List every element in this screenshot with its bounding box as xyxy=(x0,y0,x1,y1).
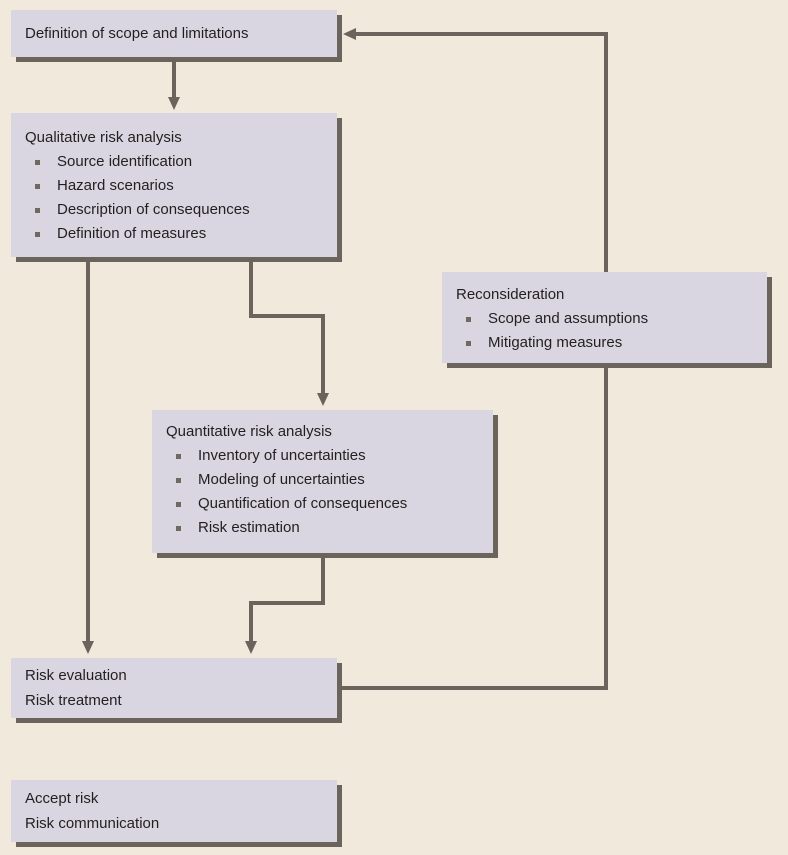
bullet-square-icon xyxy=(176,501,181,507)
node-evaluation-line-2: Risk treatment xyxy=(25,692,122,709)
list-item-label: Description of consequences xyxy=(57,201,250,218)
node-accept-line-2: Risk communication xyxy=(25,815,160,832)
bullet-square-icon xyxy=(176,525,181,531)
list-item: Scope and assumptions xyxy=(442,307,767,331)
node-accept: Accept risk Risk communication xyxy=(11,780,337,842)
arrowhead-down-icon xyxy=(82,641,94,654)
bullet-square-icon xyxy=(176,477,181,483)
bullet-square-icon xyxy=(35,231,40,237)
node-quantitative: Quantitative risk analysis Inventory of … xyxy=(152,410,493,553)
list-item: Description of consequences xyxy=(11,198,337,222)
bullet-square-icon xyxy=(466,340,471,346)
arrowhead-down-icon xyxy=(245,641,257,654)
list-item: Modeling of uncertainties xyxy=(152,468,493,492)
list-item: Definition of measures xyxy=(11,222,337,246)
bullet-square-icon xyxy=(35,207,40,213)
node-evaluation: Risk evaluation Risk treatment xyxy=(11,658,337,718)
arrow-qualitative-to-quantitative-line xyxy=(249,255,325,394)
list-item: Source identification xyxy=(11,150,337,174)
list-item: Quantification of consequences xyxy=(152,492,493,516)
node-scope-title: Definition of scope and limitations xyxy=(25,24,249,42)
node-quantitative-title: Quantitative risk analysis xyxy=(166,423,332,440)
list-item-label: Definition of measures xyxy=(57,225,207,242)
list-item-label: Source identification xyxy=(57,153,193,170)
arrowhead-left-icon xyxy=(343,28,356,40)
list-item-label: Scope and assumptions xyxy=(488,310,649,327)
list-item: Mitigating measures xyxy=(442,331,767,355)
node-qualitative-title: Qualitative risk analysis xyxy=(25,129,182,146)
bullet-square-icon xyxy=(176,453,181,459)
node-reconsideration: Reconsideration Scope and assumptions Mi… xyxy=(442,272,767,363)
list-item: Hazard scenarios xyxy=(11,174,337,198)
bullet-square-icon xyxy=(466,316,471,322)
list-item: Risk estimation xyxy=(152,516,493,540)
node-accept-line-1: Accept risk xyxy=(25,790,99,807)
node-scope: Definition of scope and limitations xyxy=(11,10,337,57)
list-item: Inventory of uncertainties xyxy=(152,444,493,468)
node-qualitative: Qualitative risk analysis Source identif… xyxy=(11,113,337,257)
list-item-label: Mitigating measures xyxy=(488,334,623,351)
bullet-square-icon xyxy=(35,159,40,165)
node-evaluation-line-1: Risk evaluation xyxy=(25,667,127,684)
list-item-label: Modeling of uncertainties xyxy=(198,471,365,488)
list-item-label: Inventory of uncertainties xyxy=(198,447,366,464)
list-item-label: Quantification of consequences xyxy=(198,495,408,512)
arrowhead-down-icon xyxy=(317,393,329,406)
bullet-square-icon xyxy=(35,183,40,189)
node-reconsideration-title: Reconsideration xyxy=(456,286,565,303)
list-item-label: Hazard scenarios xyxy=(57,177,174,194)
list-item-label: Risk estimation xyxy=(198,519,300,536)
arrowhead-down-icon xyxy=(168,97,180,110)
arrow-quantitative-to-evaluation-line xyxy=(249,551,325,643)
